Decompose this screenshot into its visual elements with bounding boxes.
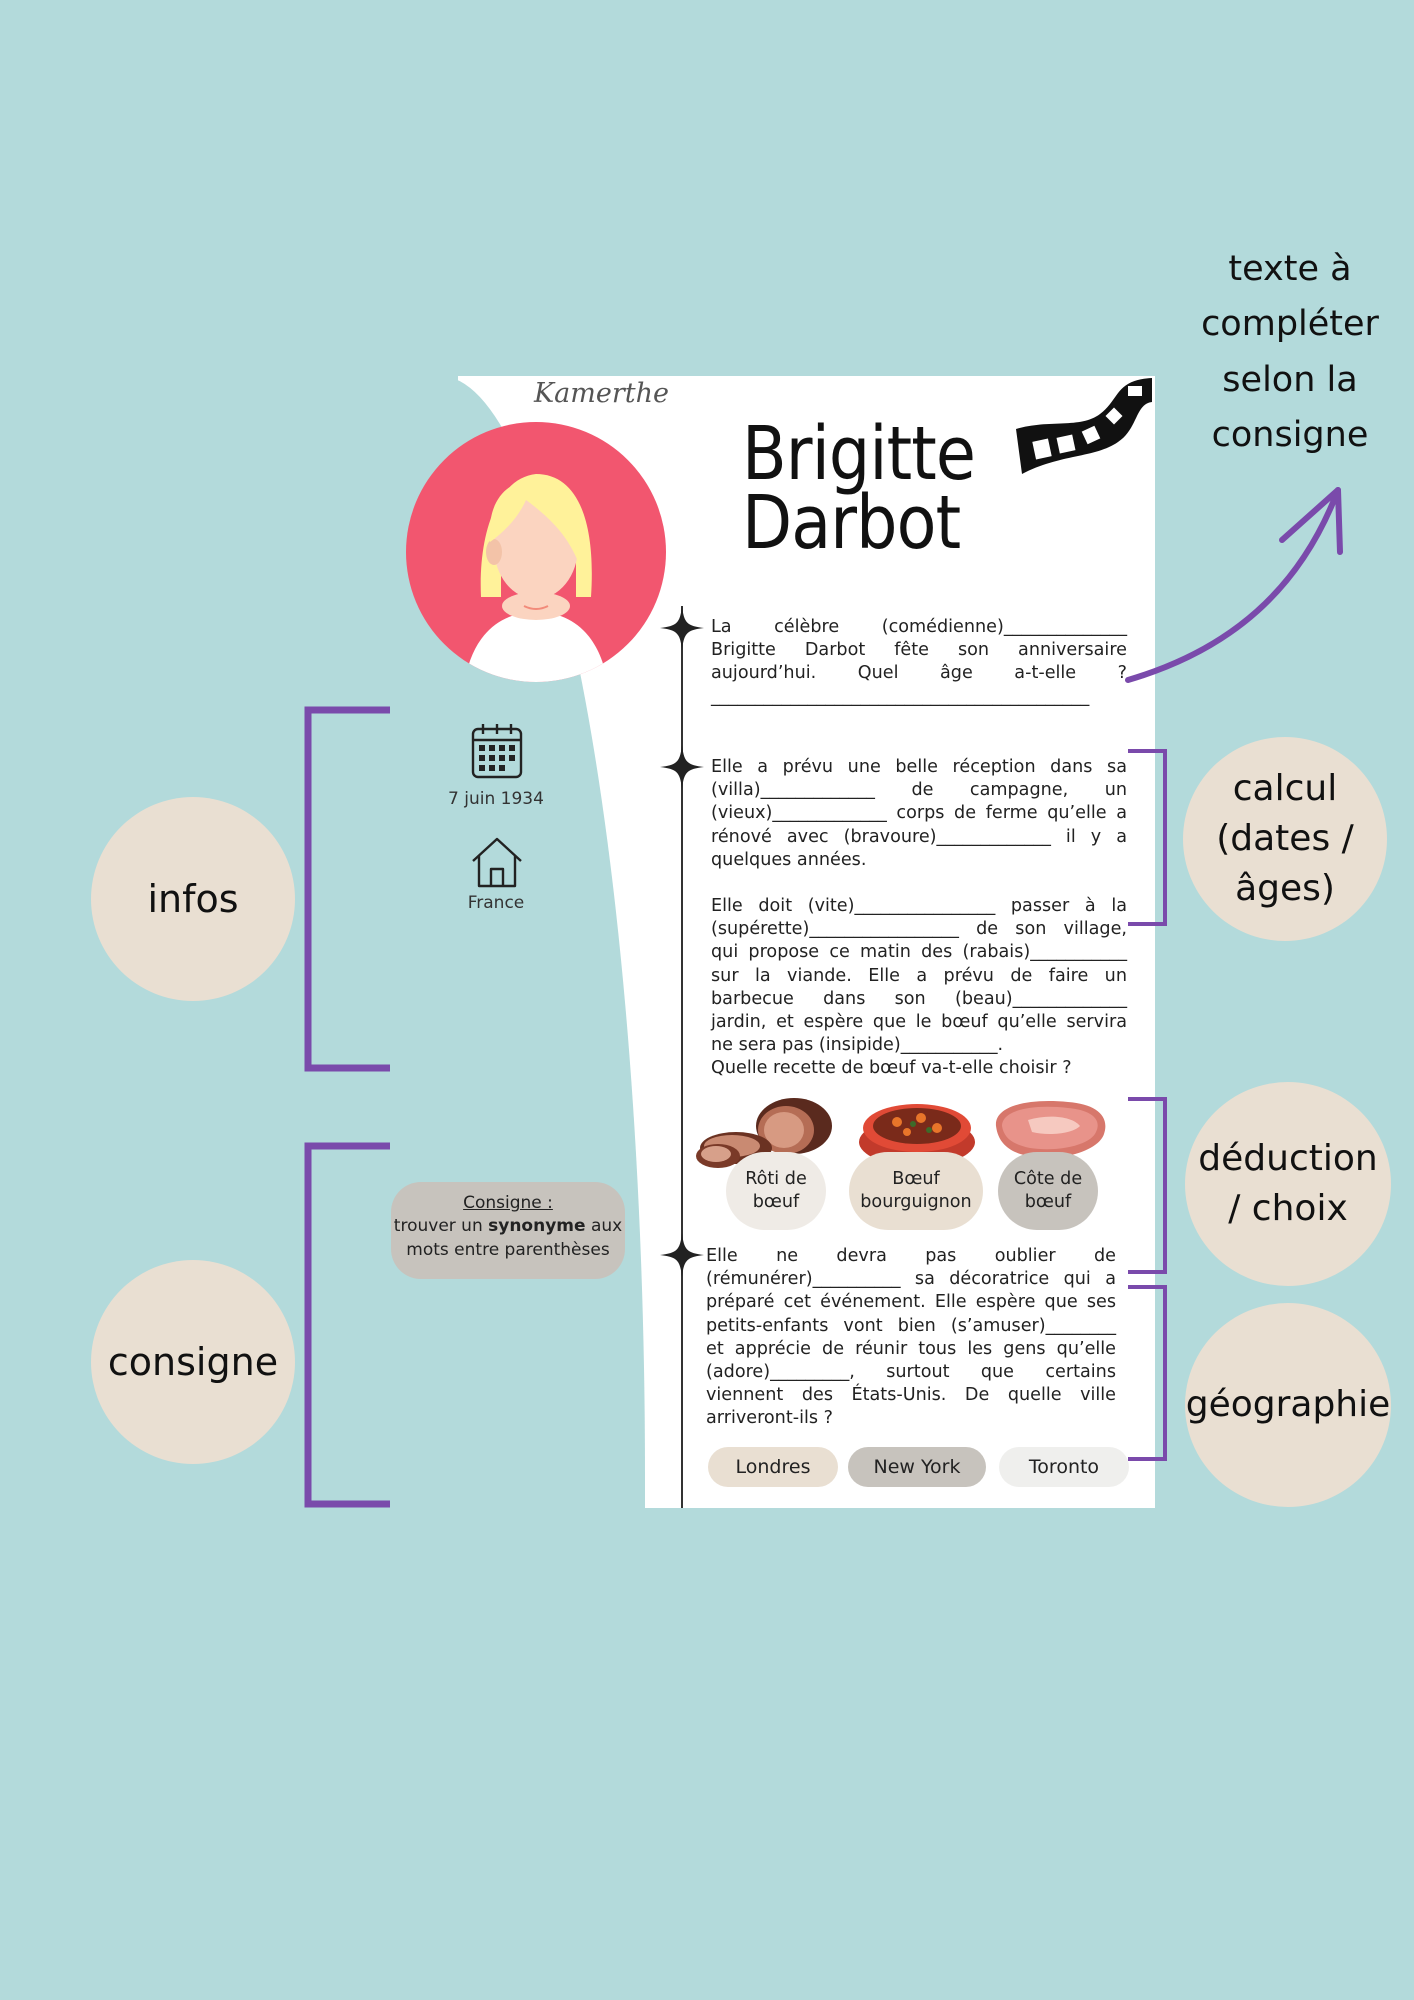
star-icon bbox=[660, 606, 704, 650]
bubble-consigne: consigne bbox=[91, 1260, 295, 1464]
bubble-geographie-label: géographie bbox=[1185, 1384, 1391, 1426]
consigne-box: Consigne : trouver un synonyme aux mots … bbox=[391, 1182, 625, 1279]
food-cote-de-boeuf[interactable]: Côte de bœuf bbox=[998, 1152, 1098, 1230]
bubble-consigne-label: consigne bbox=[107, 1339, 279, 1384]
city-londres[interactable]: Londres bbox=[708, 1447, 838, 1487]
house-icon bbox=[472, 837, 522, 888]
bracket-infos bbox=[304, 706, 390, 1072]
timeline bbox=[681, 606, 683, 1508]
bracket-consigne bbox=[304, 1142, 390, 1508]
bubble-infos: infos bbox=[91, 797, 295, 1001]
worksheet-column bbox=[645, 376, 1155, 1508]
page-title: Brigitte Darbot bbox=[742, 411, 976, 566]
bubble-calcul-label: calcul (dates / âges) bbox=[1216, 768, 1354, 909]
food-roti-de-boeuf[interactable]: Rôti de bœuf bbox=[726, 1152, 826, 1230]
bubble-infos-label: infos bbox=[147, 876, 239, 921]
star-icon bbox=[660, 745, 704, 789]
paragraph-4: Elle ne devra pas oublier de (rémunérer)… bbox=[706, 1246, 1116, 1429]
avatar bbox=[406, 422, 666, 682]
signature: Kamerthe bbox=[534, 378, 669, 409]
city-toronto[interactable]: Toronto bbox=[999, 1447, 1129, 1487]
paragraph-2: Elle a prévu une belle réception dans sa… bbox=[711, 757, 1127, 870]
city-new-york[interactable]: New York bbox=[848, 1447, 986, 1487]
calendar-icon bbox=[471, 724, 523, 779]
star-icon bbox=[660, 1233, 704, 1277]
bubble-deduction-label: déduction / choix bbox=[1198, 1138, 1378, 1229]
country: France bbox=[467, 893, 525, 913]
note-texte-a-completer: texte à compléter selon la consigne bbox=[1201, 249, 1379, 455]
birth-date: 7 juin 1934 bbox=[448, 789, 544, 809]
consigne-line2: mots entre parenthèses bbox=[406, 1239, 610, 1260]
bubble-deduction: déduction / choix bbox=[1185, 1082, 1391, 1286]
curved-arrow-icon bbox=[1125, 487, 1343, 683]
paragraph-1: La célèbre (comédienne)______________ Br… bbox=[711, 617, 1127, 707]
paragraph-3: Elle doit (vite)________________ passer … bbox=[711, 896, 1127, 1079]
bubble-geographie: géographie bbox=[1185, 1303, 1391, 1507]
bubble-calcul: calcul (dates / âges) bbox=[1183, 737, 1387, 941]
consigne-title: Consigne : bbox=[463, 1193, 553, 1213]
cote-de-boeuf-image bbox=[995, 1101, 1106, 1158]
food-boeuf-bourguignon[interactable]: Bœuf bourguignon bbox=[849, 1152, 983, 1230]
film-strip-icon bbox=[1016, 378, 1152, 474]
consigne-line1: trouver un synonyme aux bbox=[393, 1216, 623, 1237]
